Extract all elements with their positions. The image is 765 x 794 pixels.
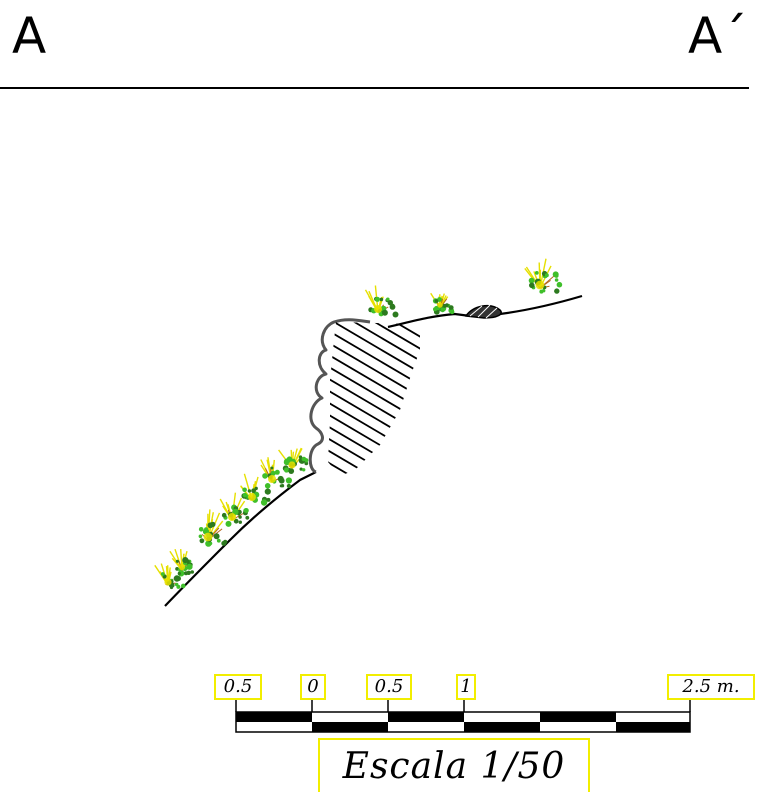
scale-bar-segment (388, 712, 464, 722)
vegetation-clump (241, 474, 271, 506)
rock-outcrop-outline (310, 320, 370, 472)
scale-tick-label: 0.5 (366, 674, 412, 700)
scale-title: Escala 1/50 (318, 738, 590, 792)
scale-tick-label: 0 (300, 674, 326, 700)
vegetation-clump (366, 286, 399, 318)
boulder (466, 305, 501, 318)
scale-tick-label: 2.5 m. (667, 674, 755, 700)
vegetation-clump (279, 448, 309, 474)
ground-profile-lower (165, 472, 316, 606)
scale-tick-label: 0.5 (214, 674, 262, 700)
scale-bar-segment (312, 722, 388, 732)
scale-bar (236, 700, 690, 732)
scale-bar-segment (616, 722, 690, 732)
vegetation-clump (525, 259, 562, 294)
scale-bar-segment (236, 712, 312, 722)
scale-bar-segment (464, 722, 540, 732)
scale-tick-label: 1 (456, 674, 476, 700)
vegetation-group (155, 259, 562, 589)
vegetation-clump (431, 293, 455, 314)
scale-bar-segment (540, 712, 616, 722)
